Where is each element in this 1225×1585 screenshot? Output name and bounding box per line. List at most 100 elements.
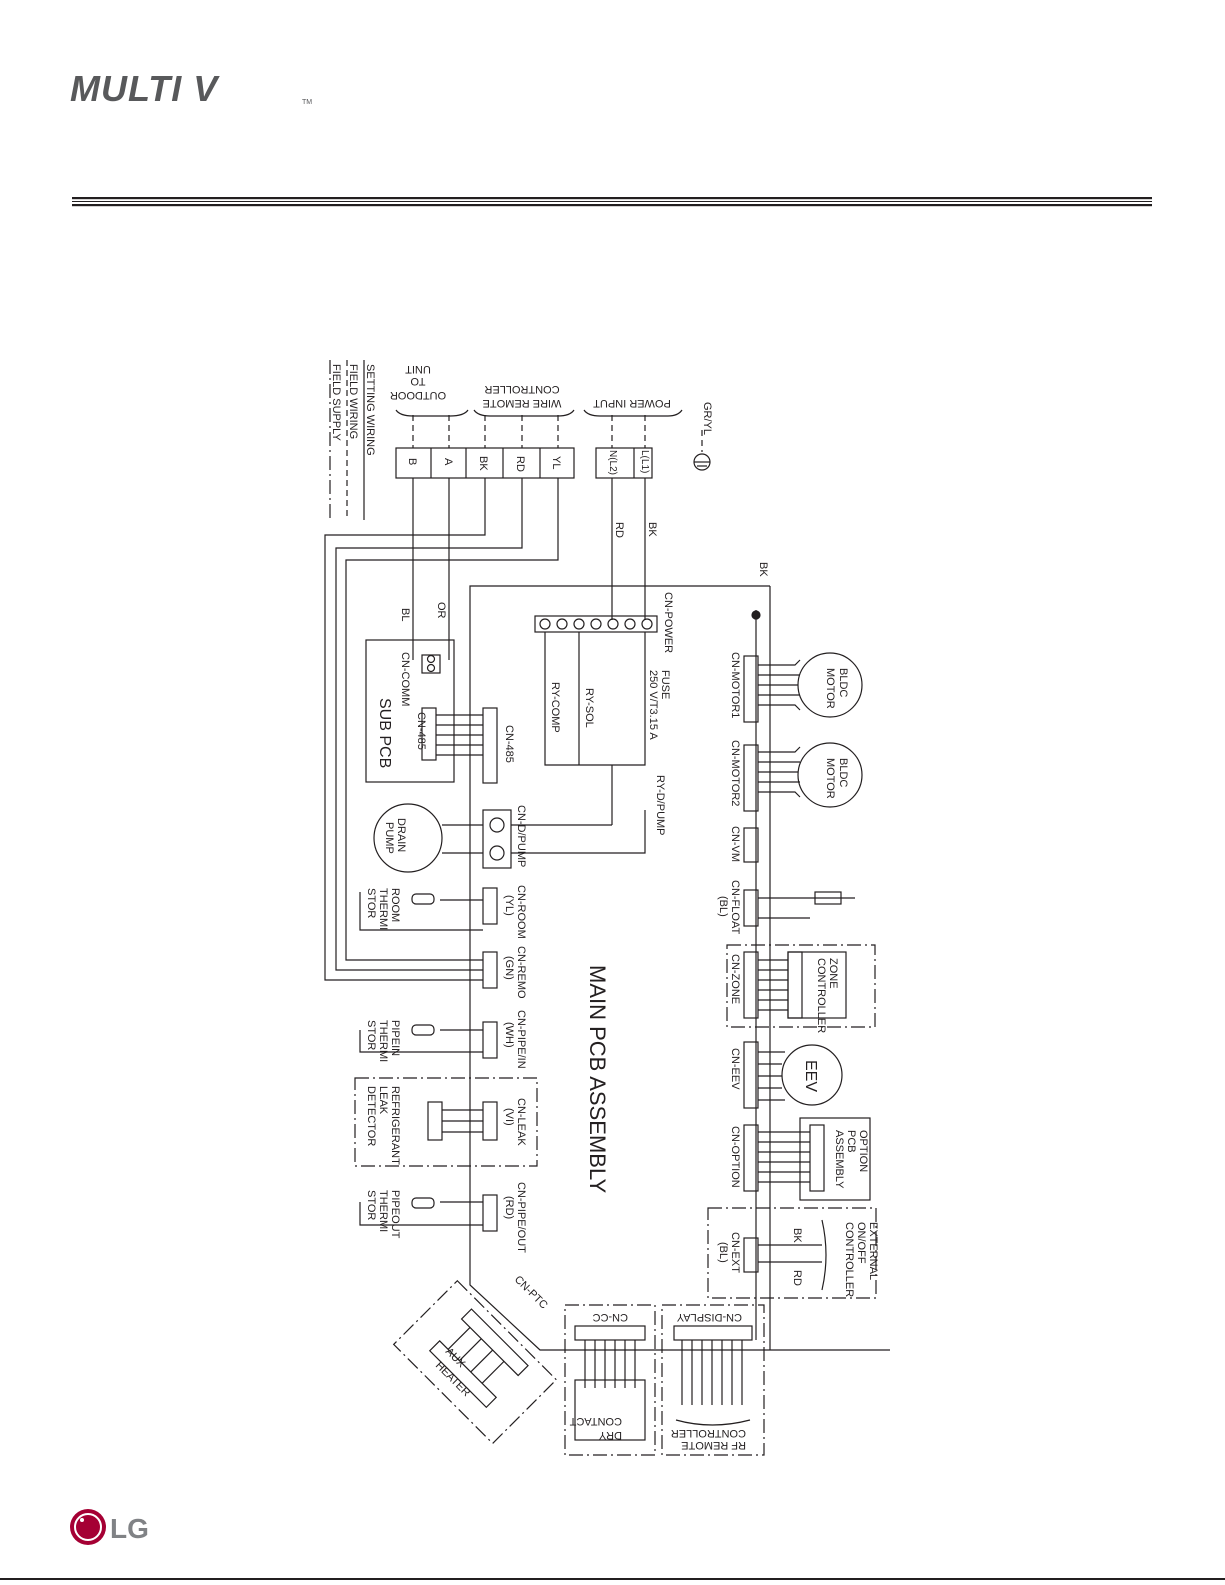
cn-remo-label: CN-REMO	[515, 946, 527, 999]
cn-pipein-color: (WH)	[503, 1022, 515, 1048]
cn-comm-label: CN-COMM	[399, 652, 411, 706]
footer-rule	[0, 1578, 1225, 1580]
cn-pipeout-label: CN-PIPE/OUT	[515, 1182, 527, 1253]
cn-vm-label: CN-VM	[729, 826, 741, 862]
option-pcb-label-1: OPTION	[857, 1130, 869, 1172]
room-therm-label-3: STOR	[365, 888, 377, 918]
cn-display-label: CN-DISPLAY	[676, 1311, 742, 1323]
pipein-therm-label-2: THERMI	[377, 1020, 389, 1062]
cn-remo-color: (GN)	[503, 956, 515, 980]
cn-float-label: CN-FLOAT	[729, 880, 741, 934]
multi-v-logo: MULTI V TM	[70, 68, 312, 108]
ext-ctrl-label-3: CONTROLLER	[843, 1222, 855, 1297]
cn-motor1-connector	[743, 655, 759, 723]
cn-pipein-label: CN-PIPE/IN	[515, 1010, 527, 1069]
ext-ctrl-label-1: EXTERNAL	[867, 1222, 879, 1280]
pipeout-therm-label-1: PIPEOUT	[389, 1190, 401, 1239]
main-pcb-label: MAIN PCB ASSEMBLY	[585, 965, 610, 1194]
trademark-mark: TM	[302, 99, 312, 106]
legend-field-label: FIELD WIRING	[347, 364, 359, 439]
cn-room-label: CN-ROOM	[515, 885, 527, 939]
ry-sol-label: RY-SOL	[583, 688, 595, 728]
pipein-therm-label-3: STOR	[365, 1020, 377, 1050]
aux-heater-box	[392, 1279, 558, 1445]
header-rule	[72, 197, 1152, 207]
leak-detector-label-3: DETECTOR	[365, 1086, 377, 1146]
cn-ptc-label: CN-PTC	[512, 1274, 550, 1312]
bldc1-label-1: BLDC	[837, 668, 849, 697]
outdoor-label-2: OUTDOOR	[390, 389, 446, 401]
ext-bk-label: BK	[791, 1228, 803, 1243]
terminal-rd: RD	[514, 456, 526, 472]
cn-ext-color: (BL)	[717, 1242, 729, 1263]
fuse-label: FUSE	[659, 670, 671, 699]
aux-heater-label-2: HEATER	[433, 1360, 472, 1399]
terminal-l: L(L1)	[639, 450, 650, 473]
wire-bl-label: BL	[399, 608, 411, 621]
drain-pump	[373, 803, 443, 873]
power-input-label: POWER INPUT	[593, 397, 671, 409]
option-pcb-box	[799, 1117, 871, 1201]
zone-ctrl-label-1: ZONE	[827, 958, 839, 989]
leak-detector-label-1: REFRIGERANT	[389, 1086, 401, 1165]
room-therm-label-2: THERMI	[377, 888, 389, 930]
bldc-motor-2	[797, 742, 863, 808]
bldc2-label-1: BLDC	[837, 758, 849, 787]
wire-rd-label: RD	[613, 522, 625, 538]
eev-valve	[781, 1044, 843, 1106]
option-pcb-label-3: ASSEMBLY	[833, 1130, 845, 1189]
ry-dpump-label: RY-D/PUMP	[654, 775, 666, 836]
dry-contact-label-2: CONTACT	[569, 1415, 622, 1427]
wired-remote-label-1: WIRE REMOTE	[483, 397, 562, 409]
cn-cc-label: CN-CC	[593, 1311, 628, 1323]
eev-label: EEV	[802, 1060, 819, 1092]
cn-eev-label: CN-EEV	[729, 1048, 741, 1090]
terminal-b: B	[406, 458, 418, 465]
pipein-therm-label-1: PIPEIN	[389, 1020, 401, 1056]
outdoor-label-3: UNIT	[405, 363, 431, 375]
rf-remote-label-1: RF REMOTE	[681, 1439, 746, 1451]
rf-remote-label-2: CONTROLLER	[671, 1427, 746, 1439]
terminal-n: N(L2)	[607, 450, 618, 475]
bldc1-label-2: MOTOR	[824, 668, 836, 709]
ground-label: GR/YL	[701, 402, 713, 435]
lg-logo-text: LG	[110, 1513, 149, 1544]
cn-485-sub-label: CN-485	[415, 712, 427, 750]
power-terminal-block	[595, 447, 653, 479]
cn-leak-label: CN-LEAK	[515, 1098, 527, 1146]
cn-room-color: (YL)	[503, 895, 515, 916]
ext-rd-label: RD	[791, 1270, 803, 1286]
zone-controller-box	[726, 944, 876, 1028]
cn-pipeout-color: (RD)	[503, 1196, 515, 1219]
wiring-diagram: SETTING WIRING FIELD WIRING FIELD SUPPLY…	[324, 360, 890, 1456]
wired-remote-label-2: CONTROLLER	[484, 383, 559, 395]
outdoor-label-1: TO	[410, 375, 426, 387]
legend-supply-label: FIELD SUPPLY	[330, 364, 342, 441]
ry-comp-label: RY-COMP	[549, 682, 561, 733]
cn-leak-color: (VI)	[503, 1108, 515, 1126]
sub-pcb	[365, 639, 455, 783]
ext-ctrl-label-2: ON/OFF	[855, 1222, 867, 1264]
fuse-rating-label: 250 V/T3.15 A	[647, 670, 659, 740]
bldc2-label-2: MOTOR	[824, 758, 836, 799]
pipeout-therm-label-3: STOR	[365, 1190, 377, 1220]
cn-option-label: CN-OPTION	[729, 1126, 741, 1188]
sub-pcb-label: SUB PCB	[376, 698, 393, 768]
external-controller-box	[707, 1207, 877, 1299]
cn-dpump-connector	[482, 809, 512, 869]
cn-power-label: CN-POWER	[662, 592, 674, 653]
cn-485-main-label: CN-485	[503, 725, 515, 763]
cn-motor1-label: CN-MOTOR1	[729, 652, 741, 718]
rf-remote-box	[661, 1304, 765, 1456]
wire-bk-label: BK	[646, 522, 658, 537]
multi-v-logo-text: MULTI V	[70, 68, 220, 108]
leak-detector-box	[354, 1077, 538, 1167]
pipeout-therm-label-2: THERMI	[377, 1190, 389, 1232]
terminal-a: A	[442, 458, 454, 466]
room-therm-label-1: ROOM	[389, 888, 401, 922]
wire-or-label: OR	[435, 602, 447, 619]
wire-bk-label-2: BK	[757, 562, 769, 577]
option-pcb-label-2: PCB	[845, 1130, 857, 1153]
cn-motor2-connector	[743, 744, 759, 812]
cn-float-color: (BL)	[717, 896, 729, 917]
